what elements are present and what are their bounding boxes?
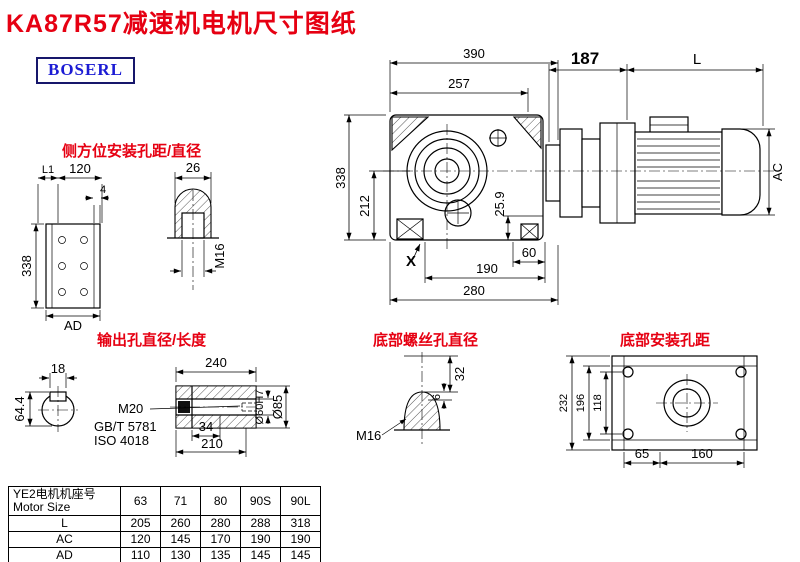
- centerlines: [383, 124, 782, 252]
- dim-26: 26: [186, 160, 200, 175]
- dim-338-main: 338: [333, 167, 348, 189]
- dim-212: 212: [357, 195, 372, 217]
- dim-118: 118: [592, 394, 604, 412]
- AC-90l: 190: [280, 531, 321, 548]
- dim-6: 6: [431, 394, 443, 400]
- output-hole-view: 18 64.4 240 M20 GB/T 5781 ISO 4018: [12, 355, 290, 457]
- motor-flange: [599, 122, 636, 224]
- table-header-en: Motor Size: [13, 500, 71, 514]
- side-mount-plate: [45, 223, 101, 309]
- size-col-63: 63: [120, 486, 161, 516]
- table-header-cell: YE2电机机座号 Motor Size: [8, 486, 121, 516]
- brand-logo: BOSERL: [36, 57, 135, 84]
- L-71: 260: [160, 515, 201, 532]
- size-col-80: 80: [200, 486, 241, 516]
- AC-80: 170: [200, 531, 241, 548]
- dim-25-9: 25.9: [492, 191, 507, 216]
- motor-side-view: [545, 116, 761, 224]
- standard-iso-4018: ISO 4018: [94, 433, 149, 448]
- dim-AC: AC: [770, 163, 785, 181]
- L-80: 280: [200, 515, 241, 532]
- dim-232: 232: [558, 394, 570, 412]
- size-col-90l: 90L: [280, 486, 321, 516]
- dim-65: 65: [635, 446, 649, 461]
- motor-size-table: YE2电机机座号 Motor Size 63 71 80 90S 90L L 2…: [8, 486, 321, 562]
- AC-90s: 190: [240, 531, 281, 548]
- table-row-AD: AD 110 130 135 145 145: [8, 547, 321, 562]
- mount-hole: [735, 366, 747, 378]
- L-90l: 318: [280, 515, 321, 532]
- AD-90l: 145: [280, 547, 321, 562]
- dim-L: L: [693, 51, 701, 68]
- standard-gbt-5781: GB/T 5781: [94, 419, 157, 434]
- label-side-mount-holes: 侧方位安装孔距/直径: [62, 143, 202, 160]
- L-90s: 288: [240, 515, 281, 532]
- dim-338-side: 338: [19, 255, 34, 277]
- gearbox-front-view: [389, 114, 544, 241]
- table-row-AC: AC 120 145 170 190 190: [8, 531, 321, 548]
- row-label-L: L: [8, 515, 121, 532]
- mount-hole: [622, 366, 634, 378]
- bottom-screw-view: 32 6 M16: [356, 352, 467, 444]
- dim-x-mark: X: [406, 253, 416, 270]
- dim-60: 60: [522, 245, 536, 260]
- dim-M20: M20: [118, 401, 143, 416]
- AD-63: 110: [120, 547, 161, 562]
- fan-cover: [721, 128, 761, 216]
- mount-hole: [622, 428, 634, 440]
- dim-bore-60H7: Ø60H7: [254, 390, 266, 425]
- foot-pad: [396, 218, 424, 240]
- motor-dimensions: 187 L AC: [548, 49, 785, 216]
- dim-160: 160: [691, 446, 713, 461]
- bottom-mount-view: 232 196 118 65 160: [558, 355, 758, 468]
- dim-32: 32: [452, 367, 467, 381]
- row-label-AC: AC: [8, 531, 121, 548]
- AD-71: 130: [160, 547, 201, 562]
- dim-AD: AD: [64, 318, 82, 333]
- label-bottom-mount: 底部安装孔距: [620, 332, 711, 349]
- mount-hole: [735, 428, 747, 440]
- size-col-90s: 90S: [240, 486, 281, 516]
- dim-257: 257: [448, 76, 470, 91]
- dim-M16-side: M16: [212, 243, 227, 268]
- dim-196: 196: [575, 394, 587, 412]
- dim-120: 120: [69, 161, 91, 176]
- dim-210: 210: [201, 436, 223, 451]
- AC-63: 120: [120, 531, 161, 548]
- dim-od-85: Ø85: [270, 395, 285, 420]
- table-header-row: YE2电机机座号 Motor Size 63 71 80 90S 90L: [8, 486, 321, 516]
- plug-hole: [444, 199, 472, 227]
- dim-240: 240: [205, 355, 227, 370]
- AC-71: 145: [160, 531, 201, 548]
- dim-190: 190: [476, 261, 498, 276]
- dim-M16-bottom: M16: [356, 428, 381, 443]
- page-title: KA87R57减速机电机尺寸图纸: [6, 10, 357, 38]
- dim-187: 187: [571, 49, 599, 68]
- foot-pad: [520, 223, 539, 240]
- gearbox-dimensions: 390 257 338 212 25.9 60 190 280: [333, 46, 559, 305]
- dim-L1: L1: [42, 164, 54, 176]
- side-mount-view: L1 120 4 338 AD: [19, 161, 109, 333]
- dim-34: 34: [199, 419, 213, 434]
- row-label-AD: AD: [8, 547, 121, 562]
- label-bottom-screw: 底部螺丝孔直径: [373, 332, 479, 349]
- side-hole-detail: 26 M16: [167, 160, 227, 290]
- label-output-hole: 输出孔直径/长度: [97, 332, 207, 349]
- dim-18: 18: [51, 361, 65, 376]
- size-col-71: 71: [160, 486, 201, 516]
- dim-280: 280: [463, 283, 485, 298]
- table-header-cn: YE2电机机座号: [13, 487, 96, 501]
- L-63: 205: [120, 515, 161, 532]
- gearbox-body: [389, 114, 544, 241]
- AD-80: 135: [200, 547, 241, 562]
- dim-64-4: 64.4: [12, 396, 27, 421]
- dim-4: 4: [100, 184, 106, 196]
- AD-90s: 145: [240, 547, 281, 562]
- dim-390: 390: [463, 46, 485, 61]
- table-row-L: L 205 260 280 288 318: [8, 515, 321, 532]
